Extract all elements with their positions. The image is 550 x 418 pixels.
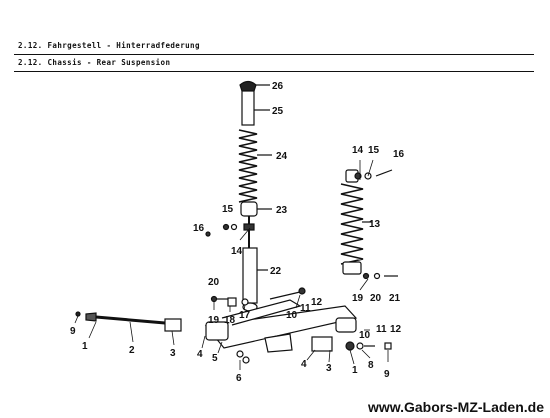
right-shock-absorber: [340, 169, 398, 280]
part-number: 15: [222, 204, 234, 215]
part-number: 12: [390, 324, 402, 335]
center-shock-absorber: [238, 80, 272, 312]
part-number: 9: [70, 326, 76, 337]
part-number: 14: [231, 246, 243, 257]
part-number: 22: [270, 266, 282, 277]
part-number: 11: [376, 324, 387, 335]
title-german: 2.12. Fahrgestell - Hinterradfederung: [18, 41, 200, 50]
part-number: 19: [208, 315, 220, 326]
part-number: 6: [236, 373, 242, 384]
part-number: 16: [193, 223, 205, 234]
part-number: 8: [368, 360, 374, 371]
part-number: 3: [170, 348, 176, 359]
part-number: 3: [326, 363, 332, 374]
part-number: 9: [384, 369, 390, 380]
header-divider-bottom: [14, 71, 534, 72]
part-number: 25: [272, 106, 284, 117]
center-bottom-hardware: [205, 223, 306, 307]
part-number: 16: [393, 149, 405, 160]
part-number: 13: [369, 219, 381, 230]
part-number: 10: [359, 330, 371, 341]
part-number: 21: [389, 293, 401, 304]
part-number: 12: [311, 297, 323, 308]
title-english: 2.12. Chassis - Rear Suspension: [18, 58, 171, 67]
part-number: 10: [286, 310, 298, 321]
part-number: 20: [370, 293, 382, 304]
axle-pin: [75, 311, 182, 332]
part-number: 5: [212, 353, 218, 364]
part-number: 15: [368, 145, 380, 156]
part-number: 19: [352, 293, 364, 304]
part-number: 20: [208, 277, 220, 288]
part-number: 18: [224, 315, 236, 326]
part-number: 4: [197, 349, 203, 360]
footer-website-url: www.Gabors-MZ-Laden.de: [367, 399, 544, 415]
part-number: 17: [239, 310, 251, 321]
part-number: 11: [300, 303, 311, 314]
part-number: 2: [129, 345, 135, 356]
part-number: 1: [352, 365, 358, 376]
swing-arm: [204, 299, 392, 364]
part-number: 23: [276, 205, 288, 216]
part-number: 14: [352, 145, 364, 156]
part-number: 1: [82, 341, 88, 352]
header-divider-top: [14, 54, 534, 55]
part-number: 26: [272, 81, 284, 92]
part-number: 24: [276, 151, 288, 162]
part-number-labels: 9 1 2 3 4 5 6 4 3 1 8 9 19 18 17 20 10 1…: [70, 81, 405, 384]
part-number: 4: [301, 359, 307, 370]
leader-lines: [74, 159, 389, 370]
